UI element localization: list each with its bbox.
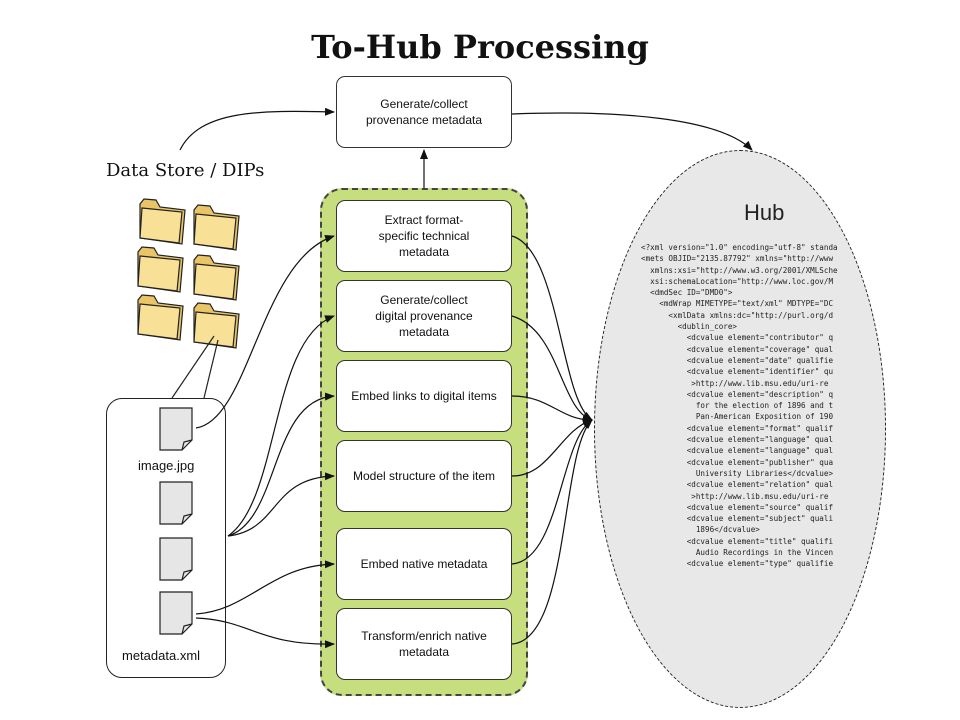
metadata-file-label: metadata.xml [122, 648, 201, 663]
xml-line: 1896</dcvalue> [641, 525, 760, 535]
process-embed-links: Embed links to digital items [336, 360, 512, 432]
xml-line: University Libraries</dcvalue> [641, 468, 834, 478]
process-model-structure: Model structure of the item [336, 440, 512, 512]
xml-line: >http://www.lib.msu.edu/uri-re [641, 378, 829, 388]
process-line: metadata [398, 325, 450, 339]
folder-icon [193, 254, 240, 301]
xml-line: >http://www.lib.msu.edu/uri-re [641, 491, 829, 501]
image-file-label: image.jpg [138, 458, 195, 473]
xml-line: Audio Recordings in the Vincen [641, 548, 834, 558]
process-line: Extract format- [384, 213, 464, 227]
process-line: specific technical [378, 229, 470, 243]
data-store-label: Data Store / DIPs [106, 160, 265, 181]
folder-icon [137, 294, 184, 341]
metadata-file-icon [159, 591, 193, 635]
folder-icon [137, 246, 184, 293]
xml-line: <?xml version="1.0" encoding="utf-8" sta… [641, 243, 838, 252]
process-line: Embed native metadata [360, 557, 488, 571]
process-transform-enrich: Transform/enrich native metadata [336, 608, 512, 680]
process-line: Transform/enrich native [361, 629, 487, 643]
folder-icon [193, 204, 240, 251]
xml-line: <dcvalue element="description" q [641, 389, 834, 399]
image-file-icon [159, 407, 193, 451]
folder-icon [193, 302, 240, 349]
xml-line: <dcvalue element="coverage" qual [641, 344, 834, 354]
file-icon [159, 537, 193, 581]
xml-line: <dcvalue element="identifier" qu [641, 367, 834, 377]
hub-label: Hub [744, 200, 785, 225]
process-line: Generate/collect [380, 293, 468, 307]
xml-line: xmlns:xsi="http://www.w3.org/2001/XMLSch… [641, 265, 838, 275]
xml-line: <dcvalue element="format" qualif [641, 423, 834, 433]
xml-line: for the election of 1896 and t [641, 401, 834, 411]
xml-line: <dcvalue element="title" qualifi [641, 536, 834, 546]
xml-line: Pan-American Exposition of 190 [641, 412, 834, 422]
hub-xml-listing: <?xml version="1.0" encoding="utf-8" sta… [641, 242, 859, 606]
hub-ellipse [594, 150, 886, 708]
process-line: Embed links to digital items [351, 389, 497, 403]
xml-line: <dcvalue element="type" qualifie [641, 559, 834, 569]
xml-line: <dcvalue element="language" qual [641, 446, 834, 456]
xml-line: <xmlData xmlns:dc="http://purl.org/d [641, 310, 834, 320]
provenance-metadata-box: Generate/collect provenance metadata [336, 76, 512, 148]
xml-line: <dmdSec ID="DMD0"> [641, 288, 733, 298]
xml-line: <dcvalue element="date" qualifie [641, 355, 834, 365]
xml-line: <dublin_core> [641, 322, 738, 332]
process-line: metadata [398, 245, 450, 259]
xml-line: <dcvalue element="source" qualif [641, 502, 834, 512]
xml-line: xsi:schemaLocation="http://www.loc.gov/M [641, 276, 834, 286]
folder-icon [139, 198, 186, 245]
process-line: digital provenance [375, 309, 473, 323]
process-embed-native-metadata: Embed native metadata [336, 528, 512, 600]
process-line: metadata [398, 645, 450, 659]
xml-line: <dcvalue element="subject" quali [641, 514, 834, 524]
xml-line: <dcvalue element="language" qual [641, 435, 834, 445]
file-icon [159, 481, 193, 525]
xml-line: <dcvalue element="contributor" q [641, 333, 834, 343]
page-title: To-Hub Processing [311, 28, 649, 66]
xml-line: <dcvalue element="relation" qual [641, 480, 834, 490]
process-digital-provenance: Generate/collect digital provenance meta… [336, 280, 512, 352]
provenance-box-line: provenance metadata [365, 113, 483, 127]
process-extract-technical-metadata: Extract format- specific technical metad… [336, 200, 512, 272]
xml-line: <mets OBJID="2135.87792" xmlns="http://w… [641, 254, 834, 264]
provenance-box-line: Generate/collect [380, 97, 468, 111]
xml-line: <mdWrap MIMETYPE="text/xml" MDTYPE="DC [641, 299, 834, 309]
xml-line: <dcvalue element="publisher" qua [641, 457, 834, 467]
process-line: Model structure of the item [352, 469, 496, 483]
